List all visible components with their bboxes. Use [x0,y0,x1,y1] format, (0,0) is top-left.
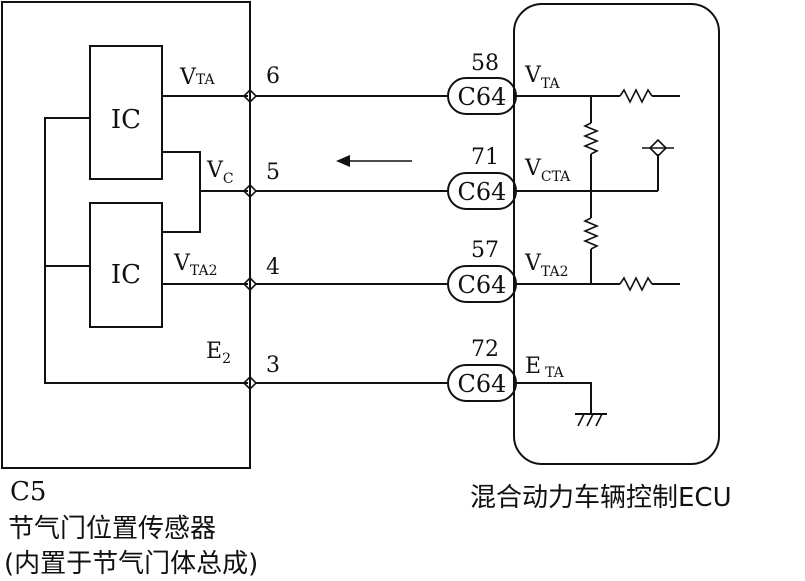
sensor-pin-3-number: 3 [266,353,280,378]
ecu-vcta-supply-symbol [648,138,668,158]
sensor-connector-label: C5 [10,477,46,507]
sensor-pin-4-number: 4 [266,255,280,280]
arrow-left-icon [336,155,350,167]
sensor-pin-e2-label: E2 [206,339,231,367]
sensor-pin-vta-label: VTA [179,65,215,90]
sensor-pin-6-number: 6 [266,64,280,89]
ecu-connector-71-label: C64 [458,178,507,206]
ecu-pin-71-number: 71 [471,145,499,170]
sensor-box [1,1,251,469]
sensor-pin-5-number: 5 [266,160,280,185]
ecu-title: 混合动力车辆控制ECU [470,483,732,513]
terminal-5 [242,183,258,199]
ecu-vta-resistor [619,88,653,104]
ecu-upper-resistor [582,122,600,155]
ecu-pin-vta-label: VTA [524,63,560,92]
ic-block-upper [89,45,163,180]
terminal-3 [242,375,258,391]
ecu-pin-57-number: 57 [471,238,499,263]
ecu-connector-57-label: C64 [458,271,507,299]
ecu-eta-line [516,382,592,414]
ecu-pin-vta2-label: VTA2 [524,251,568,280]
terminal-6 [242,88,258,104]
ecu-connector-72-label: C64 [458,370,507,398]
sensor-pin-vta2-label: VTA2 [173,251,217,279]
sensor-title: 节气门位置传感器 [8,514,216,544]
terminal-4 [242,276,258,292]
ecu-connector-58-label: C64 [458,83,507,111]
ecu-pin-72-number: 72 [471,337,499,362]
ecu-lower-resistor [582,217,600,250]
ecu-pin-vcta-label: VCTA [524,156,571,185]
vc-internal-bracket [162,151,201,233]
internal-ground-line [44,117,248,384]
ic-label-lower: IC [111,260,141,290]
ecu-pin-58-number: 58 [471,51,499,76]
ic-label-upper: IC [111,105,141,135]
ecu-box [513,3,720,465]
sensor-pin-vc-label: VC [206,158,234,187]
ecu-vta2-resistor [619,276,653,292]
ground-icon [577,413,603,427]
sensor-subtitle: (内置于节气门体总成) [4,549,258,579]
